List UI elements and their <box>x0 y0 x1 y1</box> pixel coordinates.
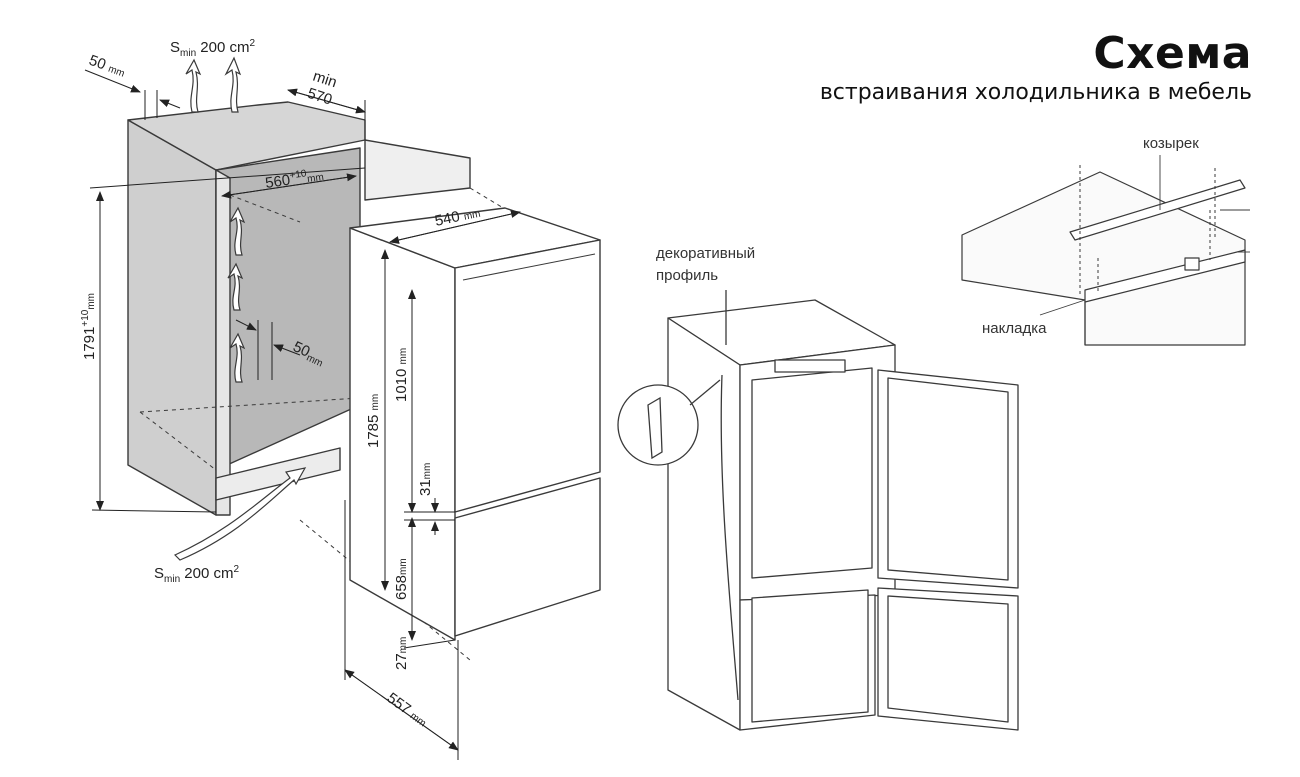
svg-text:50 mm: 50 mm <box>87 52 128 81</box>
title-block: Схема встраивания холодильника в мебель <box>820 30 1252 106</box>
svg-text:540 mm: 540 mm <box>433 204 481 230</box>
dim-vent-gap: 50 mm <box>87 52 128 81</box>
svg-text:min: min <box>311 68 339 92</box>
svg-text:31mm: 31mm <box>417 463 434 496</box>
dim-door-gap: 31mm <box>417 463 434 496</box>
dim-lower-door: 658mm <box>393 558 410 600</box>
svg-text:1791+10mm: 1791+10mm <box>80 293 98 360</box>
airflow-arrow-icon <box>224 56 242 113</box>
svg-text:1785 mm: 1785 mm <box>365 394 382 448</box>
decor-profile-callout <box>617 290 727 466</box>
dim-plinth: 27mm <box>393 637 410 670</box>
dim-appliance-height: 1785 mm <box>365 394 382 448</box>
open-fridge <box>667 299 1019 731</box>
label-decor-profile-2: профиль <box>656 267 718 284</box>
appliance-body <box>349 207 601 641</box>
airflow-arrows <box>173 56 307 561</box>
label-overlay: накладка <box>982 320 1047 337</box>
svg-text:570: 570 <box>305 85 334 109</box>
svg-text:557 mm: 557 mm <box>384 689 431 730</box>
dim-vent-bottom: Smin 200 cm2 <box>154 564 240 585</box>
airflow-arrow-icon <box>185 58 202 113</box>
airflow-arrow-icon <box>229 332 246 383</box>
label-decor-profile-1: декоративный <box>656 245 755 262</box>
dim-upper-door: 1010 mm <box>393 348 410 402</box>
label-visor: козырек <box>1143 135 1199 152</box>
dim-niche-depth: min 570 <box>305 68 339 109</box>
airflow-arrow-icon <box>229 206 246 256</box>
svg-text:27mm: 27mm <box>393 637 410 670</box>
dim-total-depth: 557 mm <box>384 689 431 730</box>
dim-niche-width: 560+10mm <box>264 166 325 192</box>
svg-text:560+10mm: 560+10mm <box>264 166 325 192</box>
airflow-arrow-icon <box>227 262 244 311</box>
dim-vent-top: Smin 200 cm2 <box>170 38 256 59</box>
svg-text:658mm: 658mm <box>393 558 410 600</box>
dim-niche-height: 1791+10mm <box>80 293 98 360</box>
leader-lines <box>1039 155 1250 316</box>
screws <box>1079 165 1216 295</box>
dim-appliance-depth: 540 mm <box>433 204 481 230</box>
niche-cabinet <box>127 101 471 516</box>
top-detail <box>961 171 1246 346</box>
airflow-arrow-icon <box>173 467 307 561</box>
page-subtitle: встраивания холодильника в мебель <box>819 80 1252 105</box>
svg-text:1010 mm: 1010 mm <box>393 348 410 402</box>
dimension-lines <box>84 69 521 760</box>
page-title: Схема <box>1093 28 1252 79</box>
